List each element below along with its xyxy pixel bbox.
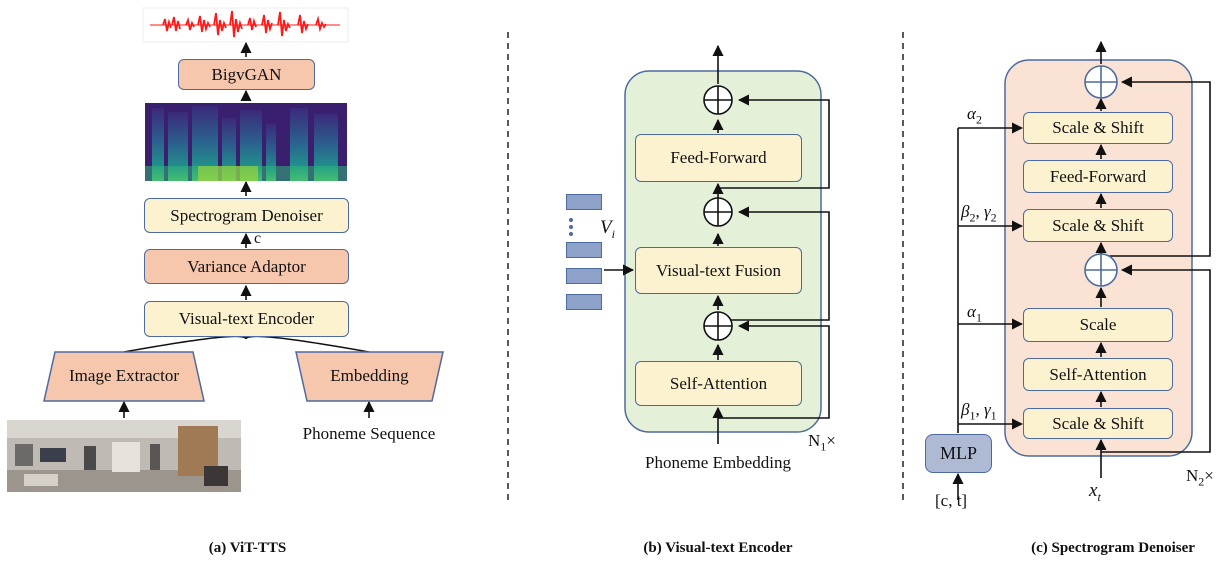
mel-spectrogram-image: [145, 103, 347, 181]
image-extractor-shape: [43, 351, 205, 402]
visual-token: [566, 268, 602, 284]
variance-adaptor-box: Variance Adaptor: [144, 249, 349, 284]
beta1-gamma1-label: β1, γ1: [961, 400, 997, 423]
add-circle-b2: [703, 197, 733, 227]
alpha1-label: α1: [967, 302, 982, 325]
feed-forward-label-c: Feed-Forward: [1049, 166, 1147, 186]
denoiser-repeat-label: N2×: [1186, 466, 1214, 489]
self-attention-label-c: Self-Attention: [1049, 364, 1147, 384]
visual-text-encoder-box: Visual-text Encoder: [144, 301, 349, 337]
add-circle-c2: [1084, 65, 1118, 99]
caption-c: (c) Spectrogram Denoiser: [1031, 540, 1195, 556]
self-attention-box-b: Self-Attention: [635, 361, 802, 406]
scale-shift-mid-label: Scale & Shift: [1052, 215, 1144, 235]
mlp-label: MLP: [939, 443, 977, 463]
feed-forward-box-c: Feed-Forward: [1023, 160, 1173, 193]
scale-box: Scale: [1023, 308, 1173, 342]
beta2-gamma2-label: β2, γ2: [961, 202, 997, 225]
image-extractor-label: Image Extractor: [69, 366, 179, 385]
visual-token: [566, 242, 602, 258]
panorama-room-image: [7, 420, 241, 492]
feed-forward-label-b: Feed-Forward: [670, 148, 767, 167]
feed-forward-box-b: Feed-Forward: [635, 134, 802, 182]
scale-shift-mid-box: Scale & Shift: [1023, 209, 1173, 242]
caption-a: (a) ViT-TTS: [208, 540, 287, 556]
visual-token: [566, 294, 602, 310]
scale-shift-top-box: Scale & Shift: [1023, 112, 1173, 144]
variance-adaptor-label: Variance Adaptor: [187, 256, 306, 276]
add-circle-c1: [1084, 253, 1118, 287]
bigvgan-label: BigvGAN: [211, 64, 282, 84]
phoneme-embedding-label: Phoneme Embedding: [645, 453, 791, 472]
caption-b: (b) Visual-text Encoder: [643, 540, 793, 556]
scale-shift-bottom-label: Scale & Shift: [1052, 413, 1144, 433]
spectrogram-denoiser-label: Spectrogram Denoiser: [170, 205, 323, 225]
self-attention-box-c: Self-Attention: [1023, 358, 1173, 391]
phoneme-sequence-label: Phoneme Sequence: [302, 424, 436, 443]
add-circle-b3: [703, 85, 733, 115]
scale-label: Scale: [1079, 315, 1117, 334]
embedding-label: Embedding: [330, 366, 409, 385]
condition-label: c: [254, 230, 262, 247]
visual-token: [566, 194, 602, 210]
noisy-input-label: xt: [1089, 480, 1101, 504]
spectrogram-denoiser-box: Spectrogram Denoiser: [144, 198, 349, 233]
scale-shift-top-label: Scale & Shift: [1052, 118, 1144, 137]
visual-text-fusion-box: Visual-text Fusion: [635, 247, 802, 294]
scale-shift-bottom-box: Scale & Shift: [1023, 408, 1173, 439]
bigvgan-box: BigvGAN: [178, 59, 315, 90]
waveform-image: [142, 7, 349, 43]
alpha2-label: α2: [967, 104, 982, 127]
mlp-input-label: [c, t]: [935, 491, 968, 510]
visual-features-label: Vi: [600, 217, 615, 241]
visual-text-encoder-label: Visual-text Encoder: [178, 309, 315, 328]
add-circle-b1: [703, 311, 733, 341]
visual-text-fusion-label: Visual-text Fusion: [655, 260, 782, 280]
embedding-shape: [295, 351, 444, 402]
encoder-repeat-label: N1×: [808, 431, 836, 454]
mlp-box: MLP: [925, 434, 992, 473]
self-attention-label-b: Self-Attention: [669, 373, 768, 393]
